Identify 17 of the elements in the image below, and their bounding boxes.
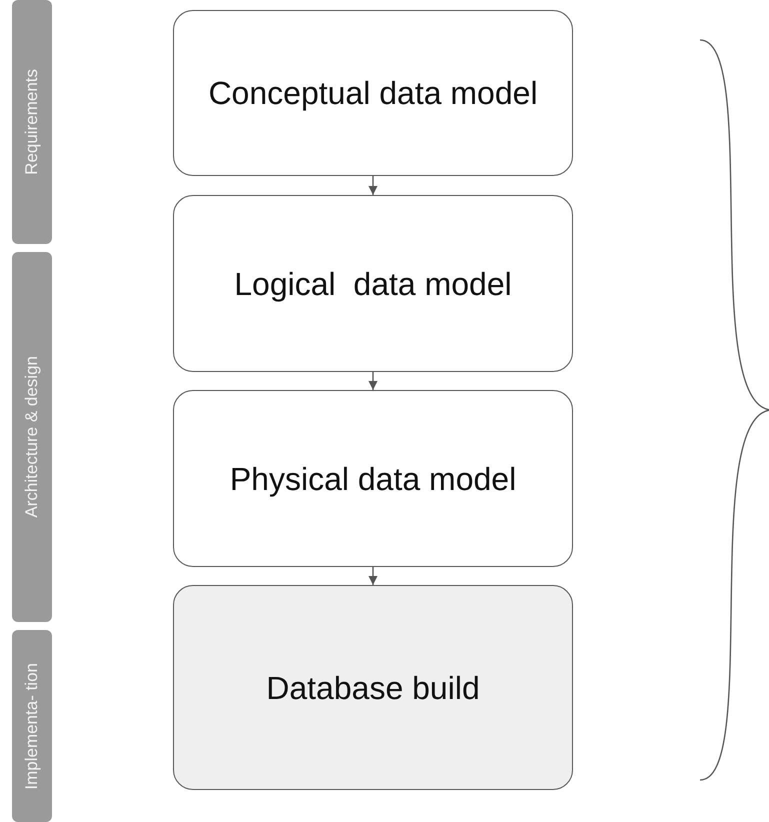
stage-band xyxy=(12,0,52,244)
stage-label: Implementa- tion xyxy=(22,662,42,790)
process-box xyxy=(173,195,573,372)
arrow xyxy=(368,372,378,390)
box-label: Database build xyxy=(265,668,481,708)
process-box xyxy=(173,585,573,790)
process-box xyxy=(173,10,573,176)
stage-band xyxy=(12,252,52,622)
box-label: Physical data model xyxy=(228,460,518,498)
box-label: Conceptual data model xyxy=(207,74,539,113)
process-box xyxy=(173,390,573,567)
stage-band xyxy=(12,630,52,822)
arrow xyxy=(368,176,378,195)
stage-label: Requirements xyxy=(22,69,42,175)
arrow xyxy=(368,567,378,585)
stage-label: Architecture & design xyxy=(22,356,42,518)
box-label: Logical data model xyxy=(233,264,513,304)
